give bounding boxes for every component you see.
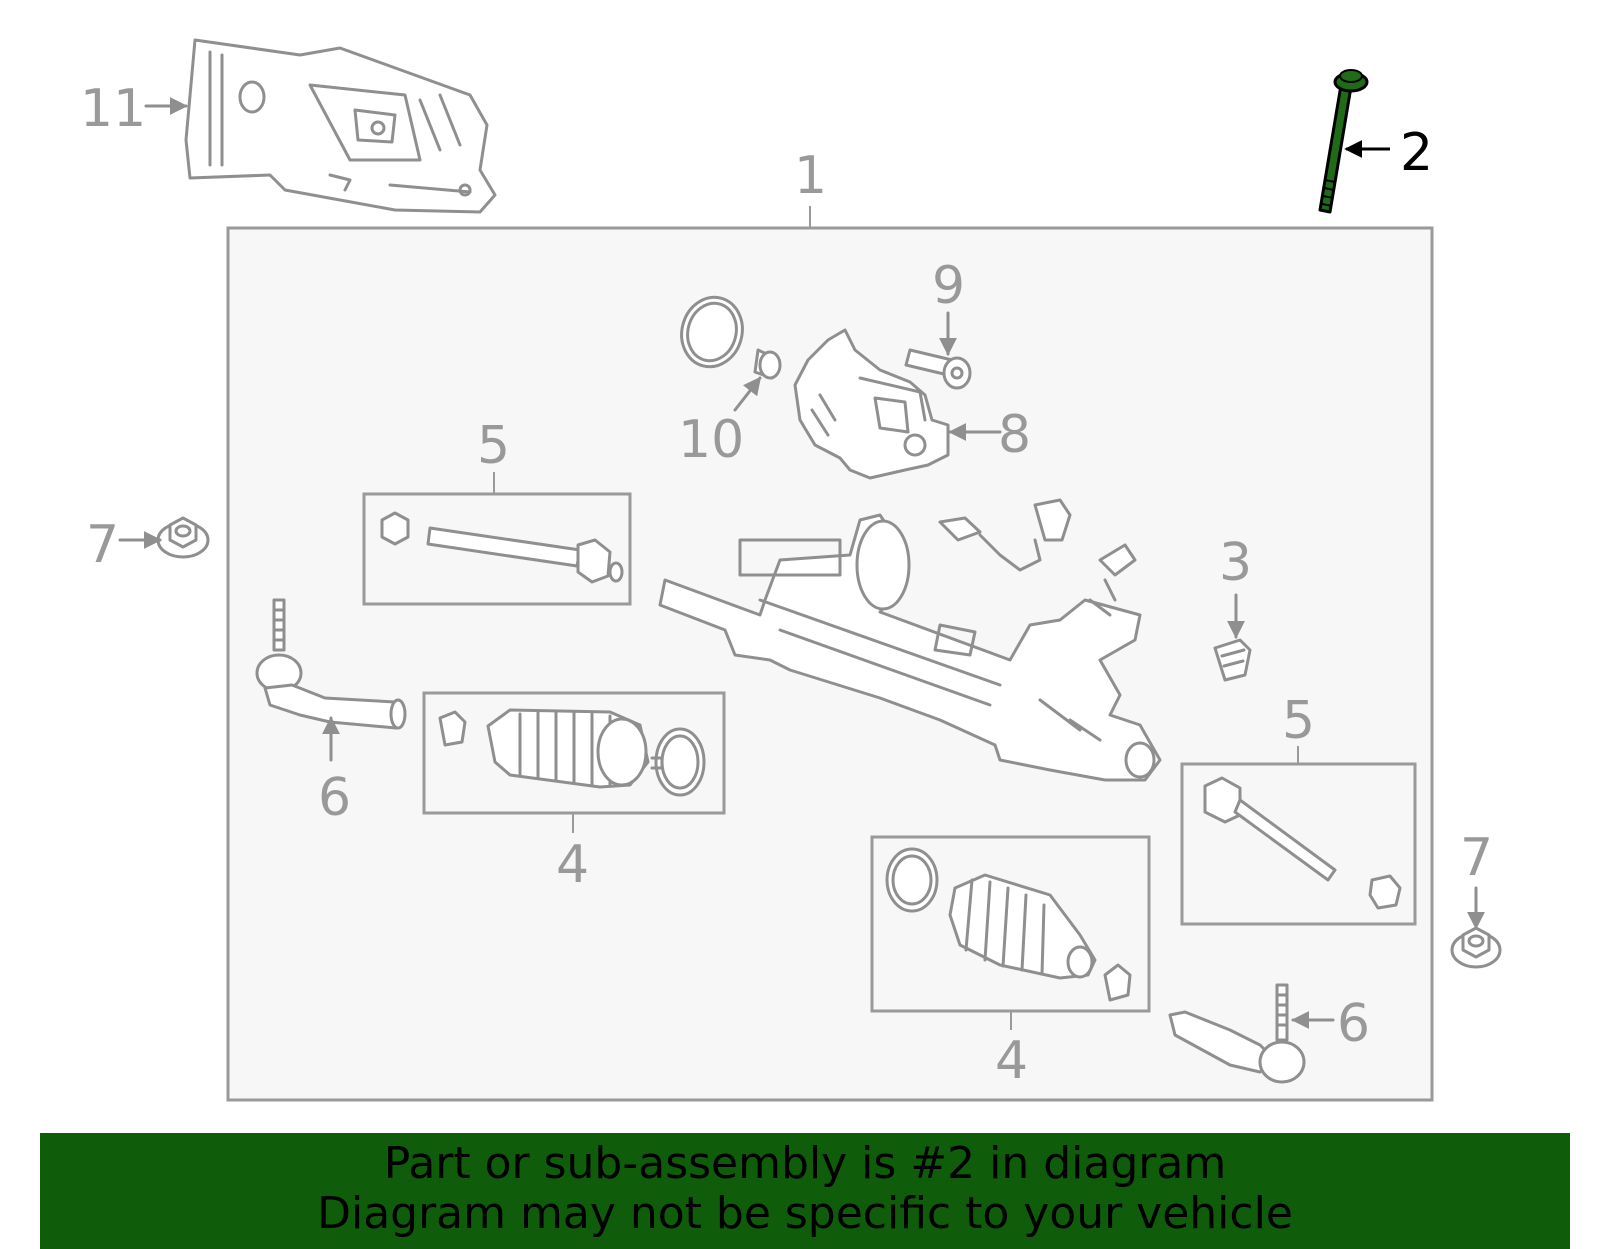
motor-part[interactable] [793,328,950,480]
inner-tie-rod-part-b[interactable] [1203,776,1402,910]
callout-5-a[interactable]: 5 [477,416,510,476]
callout-4-b[interactable]: 4 [995,1031,1028,1091]
nut-part-a[interactable] [156,516,210,559]
steering-rack-part[interactable] [658,513,1162,782]
heat-shield-part[interactable] [184,38,497,214]
boot-clamp-small-a[interactable] [438,710,467,747]
callout-10[interactable]: 10 [678,410,744,470]
boot-clamp-large-b[interactable] [885,847,939,913]
callout-3[interactable]: 3 [1219,533,1252,593]
boot-clamp-small-b[interactable] [1103,963,1132,1002]
callout-1[interactable]: 1 [794,146,827,206]
callout-7-a[interactable]: 7 [86,515,119,575]
wiring-harness-part[interactable] [938,498,1072,572]
inner-tie-rod-box-a [362,492,632,606]
outer-tie-rod-end-part-a[interactable] [255,598,407,730]
callout-7-b[interactable]: 7 [1460,828,1493,888]
callout-6-a[interactable]: 6 [318,768,351,828]
nut-part-b[interactable] [1450,926,1502,969]
info-banner: Part or sub-assembly is #2 in diagram Di… [40,1133,1570,1249]
bushing-part-10[interactable] [753,348,782,380]
plug-part[interactable] [1213,638,1252,682]
inner-tie-rod-part-a[interactable] [380,511,624,584]
banner-line-2: Diagram may not be specific to your vehi… [317,1188,1293,1239]
callout-2[interactable]: 2 [1400,123,1433,183]
callout-4-a[interactable]: 4 [556,835,589,895]
callout-11[interactable]: 11 [80,79,146,139]
motor-bolt-part[interactable] [904,348,972,390]
outer-tie-rod-end-part-b[interactable] [1168,983,1306,1084]
callout-8[interactable]: 8 [998,405,1031,465]
banner-line-1: Part or sub-assembly is #2 in diagram [383,1138,1227,1189]
boot-clamp-large-a[interactable] [650,727,706,797]
steering-boot-part-b[interactable] [948,873,1097,980]
steering-boot-part-a[interactable] [486,708,650,789]
bolt-part-highlighted[interactable] [1318,69,1369,214]
callout-6-b[interactable]: 6 [1337,994,1370,1054]
callout-5-b[interactable]: 5 [1282,691,1315,751]
seal-ring-part[interactable] [674,290,750,373]
callout-9[interactable]: 9 [932,256,965,316]
